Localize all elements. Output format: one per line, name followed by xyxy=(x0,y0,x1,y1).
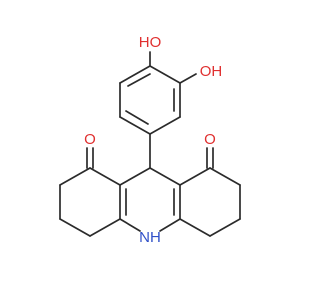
atom-label-nh: NH xyxy=(139,229,161,246)
atom-label-oh-right: OH xyxy=(200,63,223,80)
molecule-structure: HO OH O O NH xyxy=(59,34,241,246)
catechol-ring xyxy=(119,65,181,135)
left-ring xyxy=(59,167,121,237)
oh-right-bond xyxy=(179,73,197,84)
central-ring xyxy=(119,167,181,232)
atom-label-o-right: O xyxy=(204,131,216,148)
atom-label-ho-top: HO xyxy=(139,34,162,51)
right-ring xyxy=(179,167,241,237)
atom-label-o-left: O xyxy=(84,131,96,148)
